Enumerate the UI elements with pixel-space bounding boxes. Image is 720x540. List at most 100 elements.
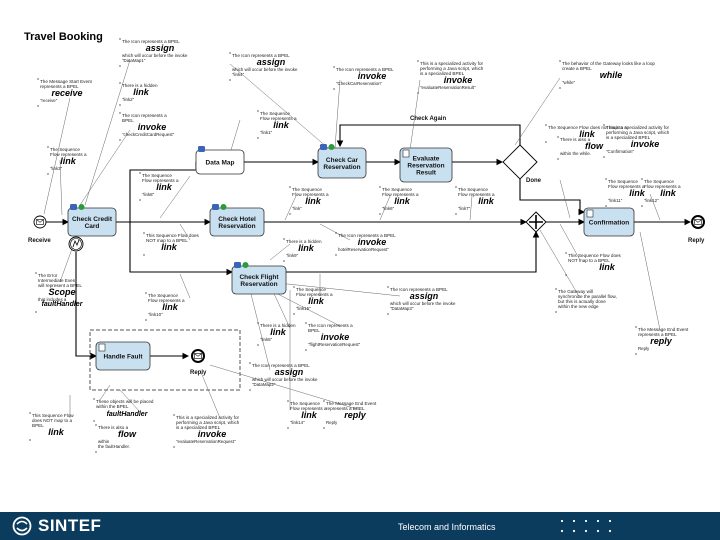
end-message-event[interactable] bbox=[691, 215, 705, 229]
dot bbox=[560, 519, 564, 523]
note-text: The Icon represents a BPEL bbox=[252, 363, 310, 368]
task-label: Check Credit bbox=[72, 216, 113, 223]
note-text: The Sequence bbox=[148, 293, 178, 298]
note-text: Flow represents a bbox=[608, 184, 645, 189]
task-label: Check Car bbox=[326, 157, 359, 164]
note-keyword: link bbox=[270, 327, 286, 337]
note-keyword: faultHandler bbox=[107, 411, 149, 418]
loop-gateway[interactable] bbox=[502, 144, 538, 180]
task-confirmation[interactable]: Confirmation bbox=[583, 207, 635, 237]
note-text: "link7" bbox=[458, 206, 471, 211]
task-label: Reservation bbox=[323, 164, 360, 171]
start-message-event[interactable] bbox=[33, 215, 47, 229]
note-text: This Sequence Flow does bbox=[568, 253, 622, 258]
note-text: This is a specialized activity for bbox=[606, 125, 670, 130]
note-text: within the while. bbox=[560, 151, 591, 156]
note-keyword: invoke bbox=[358, 71, 387, 81]
error-intermediate-event[interactable] bbox=[68, 236, 84, 252]
note-text: Intermediate Event bbox=[38, 278, 77, 283]
note-text: "link11" bbox=[608, 198, 623, 203]
note-text: "evaluateReservationResult" bbox=[420, 85, 476, 90]
script-icon bbox=[402, 149, 410, 158]
fault-reply-event[interactable] bbox=[191, 349, 205, 363]
task-label: Reservation bbox=[407, 162, 444, 169]
note-keyword: link bbox=[298, 243, 314, 253]
note-text: within the new edge bbox=[558, 304, 599, 309]
note-text: "link" bbox=[292, 206, 302, 211]
note-text: The Icon represents a BPEL bbox=[390, 287, 448, 292]
note-text: Flow represents a bbox=[260, 116, 297, 121]
note-10: The Icon represents aBPELinvoke"checkCre… bbox=[119, 112, 175, 141]
note-text: within bbox=[98, 439, 110, 444]
note-text: "link4" bbox=[232, 72, 245, 77]
task-label: Check Hotel bbox=[218, 216, 256, 223]
task-data-map[interactable]: Data Map bbox=[195, 146, 245, 175]
note-3: The Icon represents a BPELinvoke"CheckCa… bbox=[333, 66, 394, 90]
note-text: "checkCreditCardRequest" bbox=[122, 132, 175, 137]
note-text: Reply bbox=[638, 346, 650, 351]
task-handle-fault[interactable]: Handle Fault bbox=[95, 341, 151, 371]
note-text: synchronize the parallel flow, bbox=[558, 294, 617, 299]
note-keyword: link bbox=[156, 182, 172, 192]
note-text: Flow represents a bbox=[458, 192, 495, 197]
dot bbox=[572, 519, 576, 523]
note-text: "while" bbox=[562, 80, 576, 85]
note-text: The Icon represents a bbox=[308, 323, 353, 328]
note-text: "DataMap3" bbox=[390, 306, 414, 311]
note-keyword: assign bbox=[410, 291, 439, 301]
note-keyword: link bbox=[579, 129, 595, 139]
task-label: Handle Fault bbox=[103, 353, 143, 360]
sintef-logo: SINTEF bbox=[12, 516, 101, 536]
note-text: "receive" bbox=[40, 98, 58, 103]
parallel-gateway[interactable] bbox=[525, 211, 547, 233]
note-text: Flow represents a bbox=[290, 406, 327, 411]
note-keyword: link bbox=[161, 242, 177, 252]
note-text: The behavior of the Gateway looks like a… bbox=[562, 61, 655, 66]
database-icon bbox=[198, 146, 205, 152]
note-text: which will occur before the invoke bbox=[232, 67, 298, 72]
database-icon bbox=[320, 144, 327, 150]
note-text: performing a Java script, which bbox=[420, 66, 484, 71]
note-keyword: link bbox=[599, 262, 615, 272]
note-keyword: invoke bbox=[138, 122, 167, 132]
bpmn-diagram: Travel Booking bbox=[24, 31, 705, 453]
annotation-leaders bbox=[43, 59, 661, 419]
start-event-label: Receive bbox=[28, 238, 51, 244]
envelope-icon bbox=[36, 219, 44, 225]
diagram-title: Travel Booking bbox=[24, 31, 103, 43]
task-check-credit[interactable]: Check CreditCard bbox=[67, 204, 117, 237]
note-text: The Gateway will bbox=[558, 289, 593, 294]
note-text: Flow represents a bbox=[644, 184, 681, 189]
database-icon bbox=[70, 204, 77, 210]
dot bbox=[596, 519, 600, 523]
footer-bar: SINTEF Telecom and Informatics bbox=[0, 512, 720, 540]
note-keyword: link bbox=[394, 196, 410, 206]
dot bbox=[572, 529, 576, 533]
note-text: "link3" bbox=[50, 166, 63, 171]
check-again-flow-label: Check Again bbox=[410, 116, 446, 122]
task-check-car[interactable]: Check CarReservation bbox=[317, 144, 367, 179]
note-text: "Confirmation" bbox=[606, 149, 634, 154]
note-text: The Sequence bbox=[50, 147, 80, 152]
note-keyword: link bbox=[308, 296, 324, 306]
service-icon bbox=[242, 262, 249, 268]
fault-handler-region bbox=[89, 329, 241, 391]
note-text: There is a hidden bbox=[260, 323, 296, 328]
note-5: The behavior of the Gateway looks like a… bbox=[559, 60, 655, 89]
note-text: create a BPEL bbox=[562, 66, 592, 71]
